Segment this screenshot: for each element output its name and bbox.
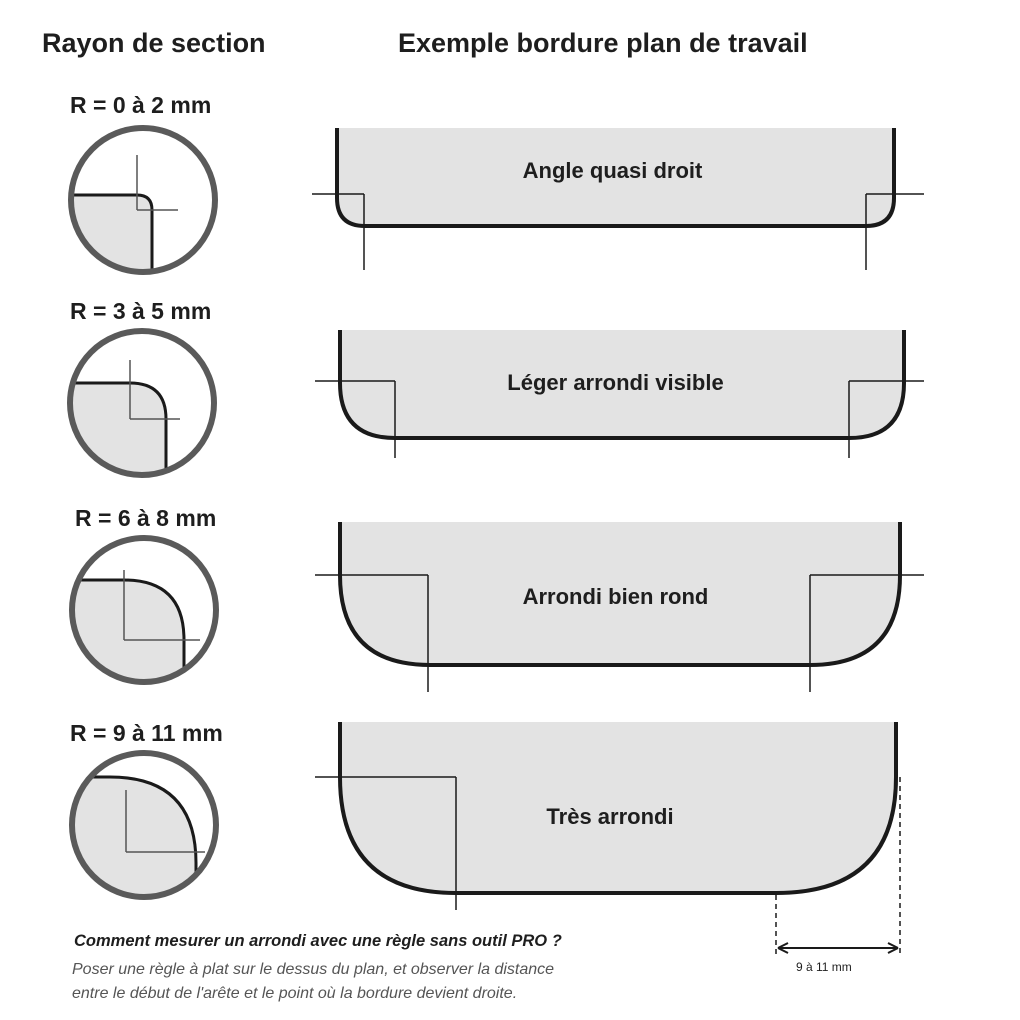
edge-label-3: Arrondi bien rond [522, 584, 709, 609]
section-circle-4 [69, 750, 219, 900]
footer-question: Comment mesurer un arrondi avec une règl… [74, 932, 562, 950]
edge-label-1: Angle quasi droit [522, 158, 703, 183]
dimension-label: 9 à 11 mm [796, 960, 852, 974]
radius-label-2: R = 3 à 5 mm [70, 298, 212, 324]
section-radius-heading: Rayon de section [42, 28, 266, 58]
section-circle-1 [68, 125, 218, 275]
edge-shape-2 [315, 330, 924, 458]
section-circle-2 [67, 328, 217, 478]
edge-label-2: Léger arrondi visible [507, 370, 724, 395]
edge-shape-3 [315, 522, 924, 692]
radius-label-1: R = 0 à 2 mm [70, 92, 212, 118]
edge-label-4: Très arrondi [546, 804, 674, 829]
dimension-marker [775, 777, 901, 955]
edge-shape-4 [315, 722, 898, 910]
radius-label-3: R = 6 à 8 mm [75, 505, 217, 531]
radius-label-4: R = 9 à 11 mm [70, 720, 223, 746]
edge-example-heading: Exemple bordure plan de travail [398, 28, 808, 58]
section-circle-3 [69, 535, 219, 685]
footer-answer-line-2: entre le début de l'arête et le point où… [72, 985, 518, 1002]
footer-answer-line-1: Poser une règle à plat sur le dessus du … [72, 961, 555, 978]
edge-shape-1 [312, 128, 924, 270]
